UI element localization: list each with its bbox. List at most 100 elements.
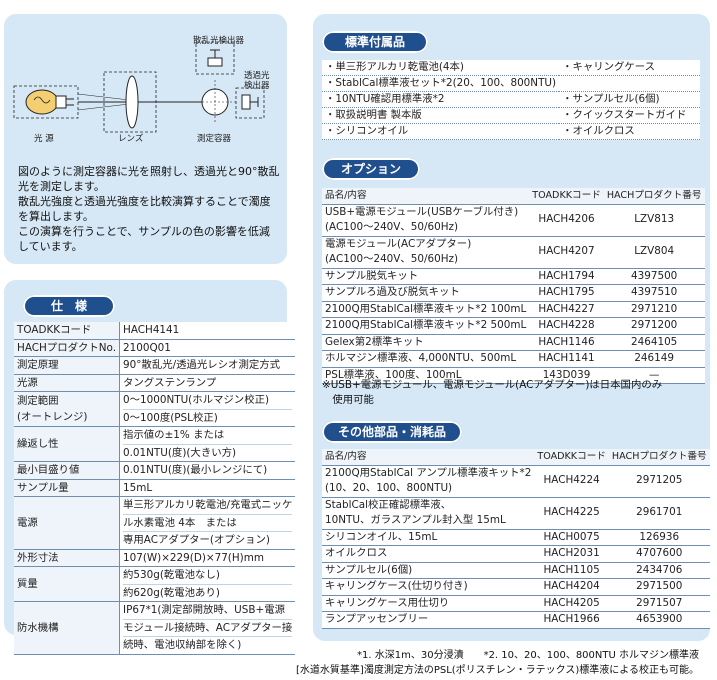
parts-header: HACHプロダクト番号 — [608, 449, 710, 466]
spec-row: HACHプロダクトNo.2100Q01 — [14, 339, 296, 357]
options-cell: 2464105 — [603, 334, 705, 351]
spec-key: HACHプロダクトNo. — [14, 339, 121, 357]
spec-value-line: タングステンランプ — [123, 376, 217, 389]
spec-value-line: モジュール接続時、ACアダプター接 — [123, 618, 293, 637]
options-cell: 4397510 — [603, 284, 705, 302]
options-cell: 2971200 — [603, 317, 705, 335]
options-cell: HACH4228 — [529, 317, 604, 335]
accessory-item — [559, 75, 700, 92]
options-cell: 2100Q用StablCal標準液キット*2 500mL — [322, 317, 530, 335]
spec-value-line: 指示値の±1% または — [123, 429, 225, 441]
light-source-label: 光 源 — [34, 134, 54, 144]
options-cell: 電源モジュール(ACアダプター) (AC100～240V、50/60Hz) — [322, 236, 530, 269]
options-cell: 246149 — [603, 350, 705, 368]
accessory-item: ・取扱説明書 製本版 — [322, 107, 560, 124]
footnote-1: *1. 水深1m、30分浸漬 *2. 10、20、100、800NTU ホルマジ… — [357, 650, 699, 661]
accessory-item: ・クイックスタートガイド — [559, 107, 700, 124]
accessory-row: ・単三形アルカリ乾電池(4本)・キャリングケース — [322, 60, 700, 76]
spec-value: 90°散乱光/透過光レシオ測定方式 — [119, 356, 296, 375]
accessory-row: ・取扱説明書 製本版・クイックスタートガイド — [322, 107, 700, 124]
spec-key: サンプル量 — [14, 479, 121, 497]
spec-row: 電源単三形アルカリ乾電池/充電式ニッケル水素電池 4本 または専用ACアダプター… — [14, 496, 296, 550]
scatter-detector-label: 散乱光検出器 — [193, 36, 245, 46]
spec-key: 電源 — [14, 496, 121, 550]
accessory-row: ・シリコンオイル・オイルクロス — [322, 123, 700, 140]
lens-icon — [125, 75, 139, 129]
accessory-item: ・10NTU確認用標準液*2 — [322, 91, 560, 108]
spec-key: 外形寸法 — [14, 549, 121, 567]
options-header: HACHプロダクト番号 — [603, 188, 705, 205]
parts-cell: ランプアッセンブリー — [322, 611, 535, 629]
principle-description: 図のように測定容器に光を照射し、透過光と90°散乱 光を測定します。 散乱光強度… — [18, 165, 280, 253]
options-cell: 143D039 — [529, 367, 604, 384]
options-cell: USB+電源モジュール(USBケーブル付き) (AC100～240V、50/60… — [322, 204, 530, 237]
spec-row: 光源タングステンランプ — [14, 374, 296, 392]
spec-value: 2100Q01 — [119, 339, 296, 357]
parts-cell: HACH0075 — [534, 529, 609, 546]
options-header: 品名/内容 — [322, 188, 530, 205]
lamp-icon — [25, 89, 74, 115]
spec-value-line: ル水素電池 4本 または — [123, 513, 293, 532]
options-note: ※USB+電源モジュール、電源モジュール(ACアダプター)は日本国内のみ 使用可… — [322, 379, 663, 406]
parts-cell: 2961701 — [608, 497, 710, 530]
options-title: オプション — [322, 158, 420, 180]
scatter-detector-icon — [207, 49, 223, 67]
spec-key: 測定原理 — [14, 356, 121, 375]
parts-cell: 2434706 — [608, 562, 710, 579]
options-cell: HACH1795 — [529, 284, 604, 302]
spec-key: 質量 — [14, 566, 121, 602]
options-cell: 2971210 — [603, 301, 705, 318]
principle-panel — [4, 14, 287, 264]
options-cell: HACH4227 — [529, 301, 604, 318]
parts-cell: HACH1105 — [534, 562, 609, 579]
options-cell: HACH1146 — [529, 334, 604, 351]
accessory-row: ・StablCal標準液セット*2(20、100、800NTU) — [322, 75, 700, 92]
spec-value-line: 専用ACアダプター(オプション) — [123, 531, 293, 549]
parts-row: 2100Q用StablCal アンプル標準液キット*2 (10、20、100、8… — [322, 465, 710, 498]
parts-cell: StablCal校正確認標準液、 10NTU、ガラスアンプル封入型 15mL — [322, 497, 535, 530]
options-cell: PSL標準液、100度、100mL — [322, 367, 530, 384]
spec-key: 光源 — [14, 374, 121, 392]
options-cell: LZV804 — [603, 236, 705, 269]
spec-value-line: 0～1000NTU(ホルマジン校正) — [123, 394, 270, 406]
parts-cell: 2100Q用StablCal アンプル標準液キット*2 (10、20、100、8… — [322, 465, 535, 498]
accessories-table: ・単三形アルカリ乾電池(4本)・キャリングケース・StablCal標準液セット*… — [322, 60, 700, 140]
accessory-item: ・シリコンオイル — [322, 123, 560, 140]
spec-value: 約530g(乾電池なし)約620g(乾電池あり) — [119, 566, 296, 602]
spec-value-line: 90°散乱光/透過光レシオ測定方式 — [123, 359, 281, 371]
spec-value-line: 約530g(乾電池なし) — [123, 569, 220, 581]
spec-value: 15mL — [119, 479, 296, 497]
accessory-item: ・キャリングケース — [559, 60, 700, 76]
principle-diagram — [13, 41, 265, 133]
options-row: 電源モジュール(ACアダプター) (AC100～240V、50/60Hz)HAC… — [322, 236, 705, 269]
options-cell: LZV813 — [603, 204, 705, 237]
spec-value-line: 続時、電池収納部を除く) — [123, 636, 293, 654]
options-cell: HACH1794 — [529, 268, 604, 285]
parts-cell: サンプルセル(6個) — [322, 562, 535, 579]
accessory-item: ・単三形アルカリ乾電池(4本) — [322, 60, 560, 76]
accessory-item: ・StablCal標準液セット*2(20、100、800NTU) — [322, 75, 560, 92]
options-cell: HACH4207 — [529, 236, 604, 269]
spec-value-line: 2100Q01 — [123, 341, 171, 354]
parts-cell: オイルクロス — [322, 545, 535, 563]
options-cell: HACH4206 — [529, 204, 604, 237]
spec-value: 0.01NTU(度)(最小レンジにて) — [119, 461, 296, 480]
cuvette-icon — [194, 80, 236, 124]
options-cell: — — [603, 367, 705, 384]
parts-cell: 4707600 — [608, 545, 710, 563]
footnote-2: [水道水質基準]濁度測定方法のPSL(ポリスチレン・ラテックス)標準液による校正… — [296, 665, 699, 676]
